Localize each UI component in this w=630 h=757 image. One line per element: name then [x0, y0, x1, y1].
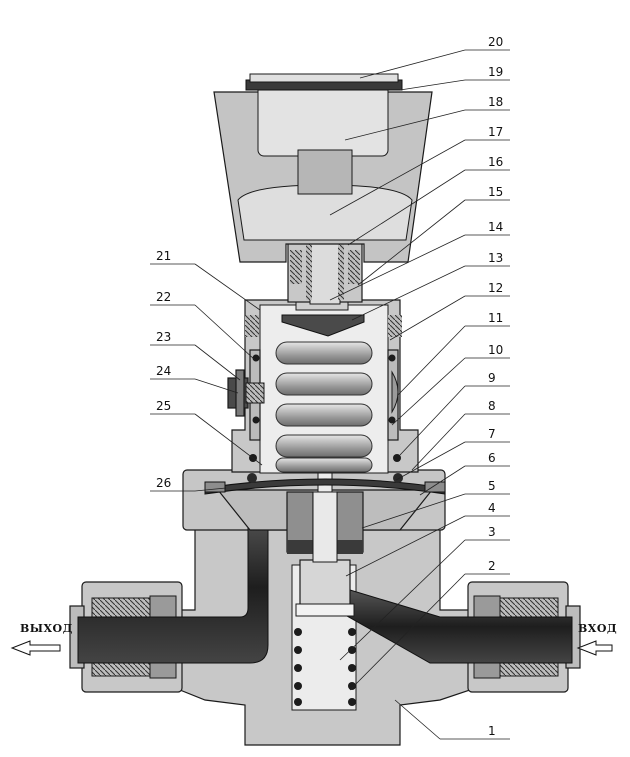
- part-number-23: 23: [156, 330, 171, 344]
- part-number-20: 20: [488, 35, 503, 49]
- diaphragm: [204, 473, 446, 495]
- leader-line: [397, 325, 466, 396]
- leader-line: [329, 139, 466, 216]
- part-number-6: 6: [488, 451, 496, 465]
- part-number-2: 2: [488, 559, 496, 573]
- part-number-17: 17: [488, 125, 503, 139]
- leader-line: [391, 357, 466, 426]
- leader-line: [399, 385, 466, 456]
- part-number-16: 16: [488, 155, 503, 169]
- part-number-22: 22: [156, 290, 171, 304]
- leader-line: [194, 378, 239, 394]
- part-number-7: 7: [488, 427, 496, 441]
- leader-line: [345, 515, 466, 577]
- leader-line: [194, 344, 241, 381]
- leader-line: [194, 413, 263, 466]
- leader-line: [349, 573, 466, 691]
- part-number-25: 25: [156, 399, 171, 413]
- leader-line: [394, 699, 441, 740]
- part-number-8: 8: [488, 399, 496, 413]
- leader-line: [357, 199, 466, 286]
- part-number-21: 21: [156, 249, 171, 263]
- handle-knob: [213, 73, 433, 263]
- part-number-24: 24: [156, 364, 171, 378]
- leader-line: [359, 49, 466, 79]
- part-number-4: 4: [488, 501, 496, 515]
- part-number-26: 26: [156, 476, 171, 490]
- leader-line: [361, 493, 466, 529]
- part-number-12: 12: [488, 281, 503, 295]
- part-number-11: 11: [488, 311, 503, 325]
- part-leaders: 2019181716151413121110987654321212223242…: [150, 35, 510, 740]
- leader-line: [329, 234, 466, 301]
- poppet-nut: [216, 465, 434, 563]
- leader-line: [389, 295, 466, 341]
- leader-line: [395, 441, 466, 481]
- part-number-15: 15: [488, 185, 503, 199]
- outlet-arrow: [10, 640, 61, 656]
- leader-line: [344, 109, 466, 141]
- leader-line: [419, 465, 466, 496]
- inlet-arrow: [576, 640, 613, 656]
- part-number-3: 3: [488, 525, 496, 539]
- leader-line: [194, 304, 256, 361]
- leader-line: [339, 539, 466, 661]
- leader-line: [351, 265, 466, 321]
- part-number-13: 13: [488, 251, 503, 265]
- part-number-14: 14: [488, 220, 503, 234]
- part-number-5: 5: [488, 479, 496, 493]
- valve-seat-assembly: [294, 559, 356, 706]
- leader-line: [347, 169, 466, 246]
- outlet-label: ВЫХОД: [20, 622, 73, 635]
- part-number-19: 19: [488, 65, 503, 79]
- leader-line: [194, 263, 261, 311]
- leader-line: [194, 487, 227, 492]
- main-spring: [275, 341, 373, 473]
- part-number-18: 18: [488, 95, 503, 109]
- leader-line: [411, 413, 466, 471]
- part-number-9: 9: [488, 371, 496, 385]
- inlet-label: ВХОД: [578, 622, 617, 635]
- part-number-10: 10: [488, 343, 503, 357]
- part-number-1: 1: [488, 724, 496, 738]
- leader-line: [399, 79, 466, 91]
